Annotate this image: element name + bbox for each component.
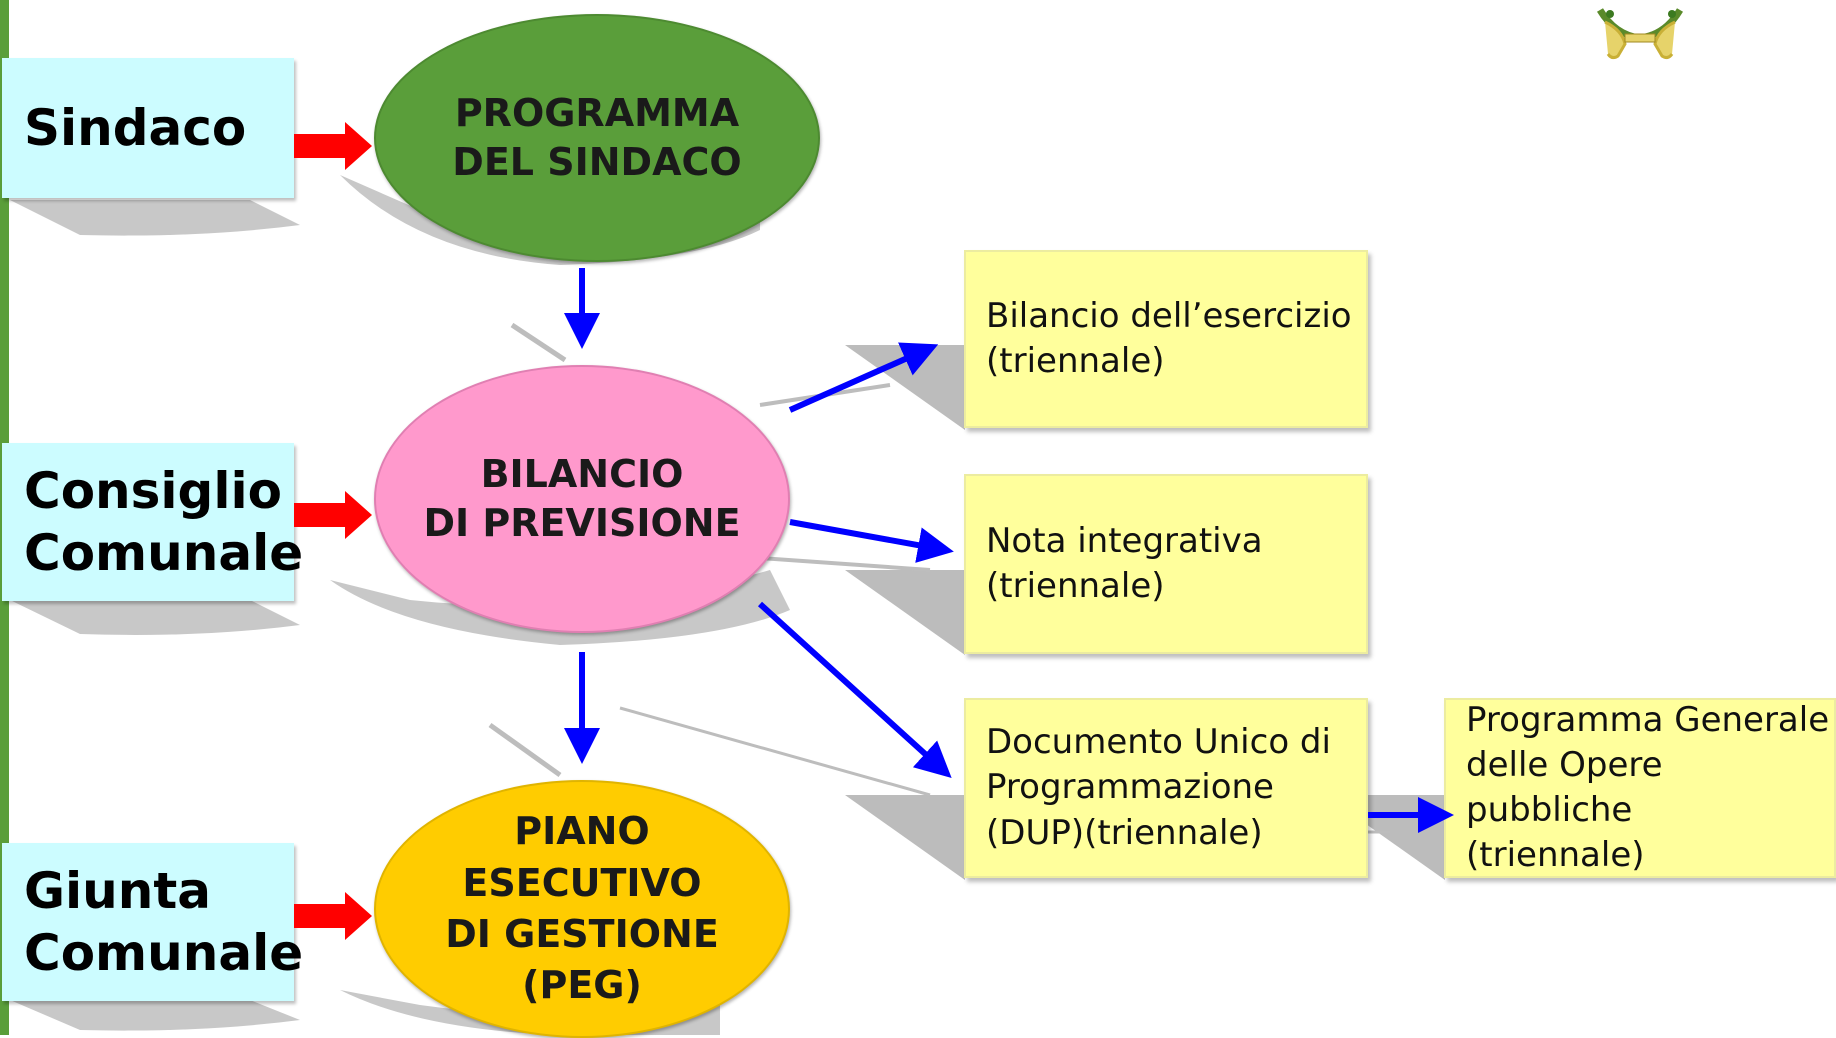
coat-of-arms-logo [1596, 8, 1684, 60]
blue-arrow-to-bilancio-esercizio [788, 342, 939, 413]
red-arrow-giunta [294, 892, 372, 940]
doc-programma-opere-pubbliche: Programma Generale delle Opere pubbliche… [1444, 698, 1836, 878]
actor-consiglio-comunale: Consiglio Comunale [2, 443, 303, 601]
blue-arrow-to-nota-integrativa [789, 519, 954, 563]
doc-dup: Documento Unico di Programmazione (DUP)(… [964, 698, 1368, 878]
doc-bilancio-esercizio: Bilancio dell’esercizio (triennale) [964, 250, 1368, 428]
doc-nota-integrativa: Nota integrativa (triennale) [964, 474, 1368, 654]
blue-arrow-to-dup [757, 601, 952, 779]
red-arrow-sindaco [294, 122, 372, 170]
ellipse-programma-del-sindaco: PROGRAMMA DEL SINDACO [374, 14, 820, 262]
actor-sindaco: Sindaco [2, 58, 294, 198]
red-arrow-consiglio [294, 491, 372, 539]
ellipse-bilancio-di-previsione: BILANCIO DI PREVISIONE [374, 365, 790, 633]
actor-giunta-comunale: Giunta Comunale [2, 843, 303, 1001]
